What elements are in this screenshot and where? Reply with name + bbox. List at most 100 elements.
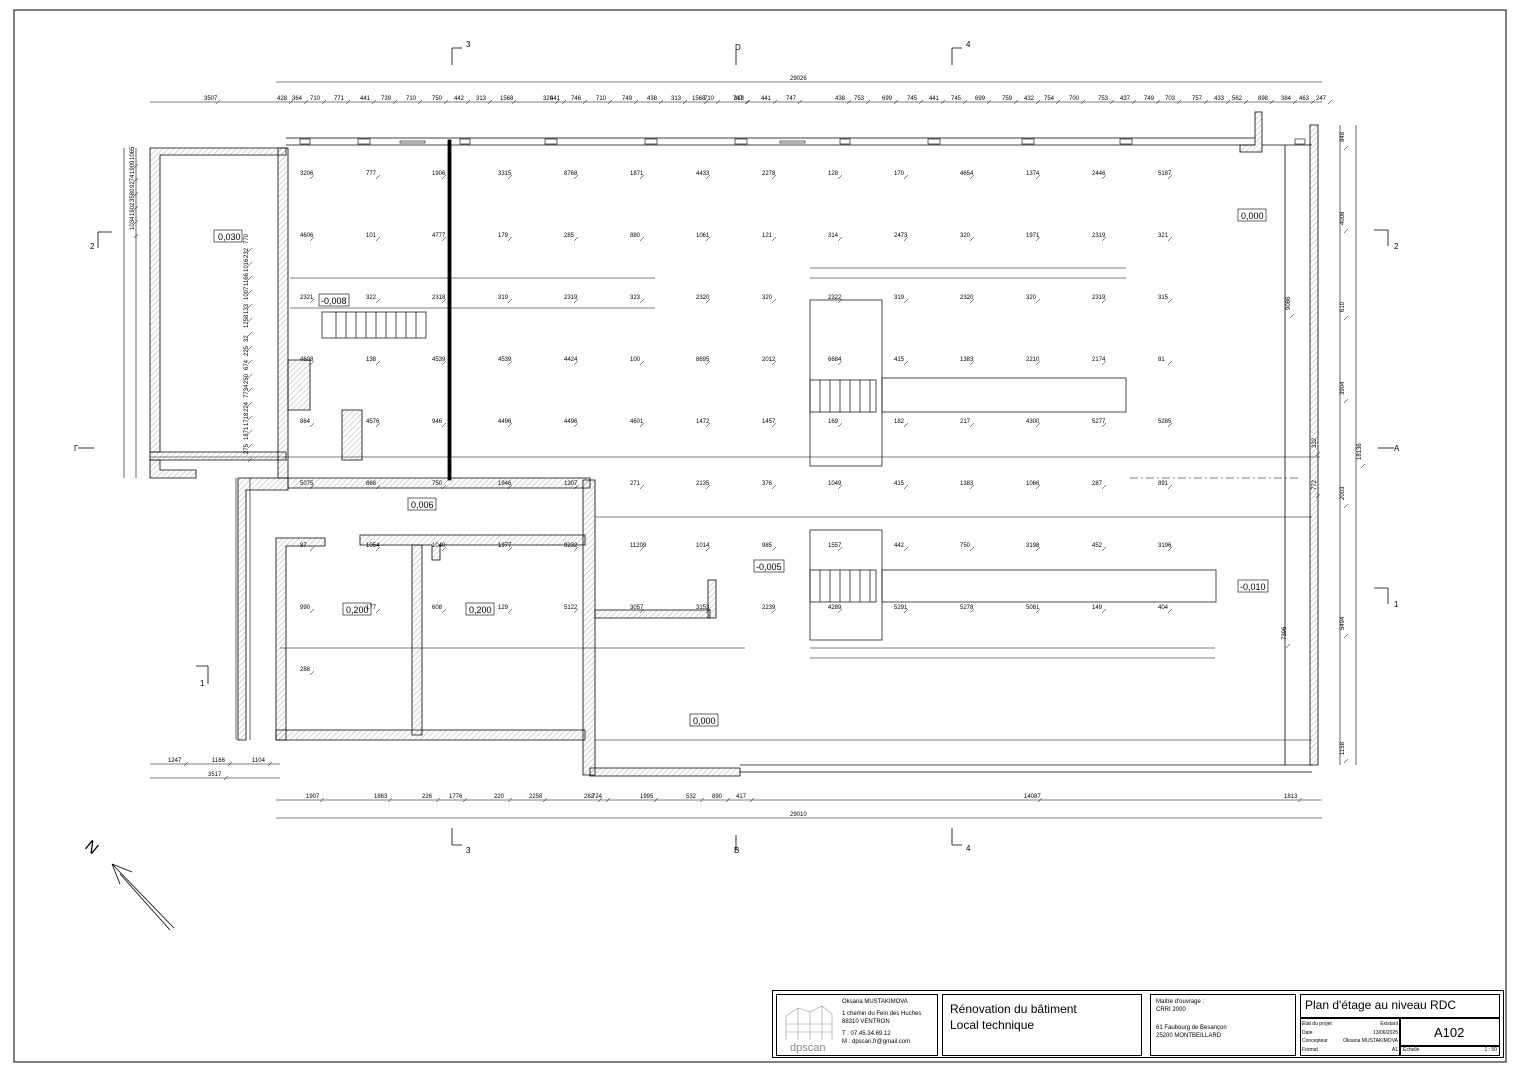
- project-cell: [942, 994, 1142, 1056]
- section-2-left: 2: [90, 242, 95, 251]
- dim-inner-112: 288: [300, 667, 311, 673]
- dim-inner-tick-94: [969, 546, 975, 552]
- dim-left-3: 3580: [130, 188, 136, 202]
- dim-inner-tick-79: [903, 484, 909, 490]
- dim-inner-63: 1457: [762, 419, 776, 425]
- dim-bottom-4: 220: [494, 794, 505, 800]
- dim-inner-tick-20: [705, 236, 711, 242]
- level-corridor: 0,006: [411, 500, 434, 510]
- dim-top-tick-42: [1243, 99, 1249, 105]
- dim-inner-tick-52: [969, 360, 975, 366]
- dim-inner-77: 376: [762, 481, 773, 487]
- dim-top-tick-17: [658, 99, 664, 105]
- dim-inner-tick-111: [1167, 608, 1173, 614]
- dim-top-34: 754: [1044, 96, 1055, 102]
- dim-top-29: 441: [929, 96, 940, 102]
- dim-bottom-tick-13: [1297, 797, 1303, 803]
- dim-right-tick-10: [1285, 643, 1291, 649]
- dim-inner-59: 4496: [498, 419, 512, 425]
- dim-inner-102: 5122: [564, 605, 578, 611]
- dim-bottom-tick-6: [597, 797, 603, 803]
- dim-top-20: 318: [734, 96, 745, 102]
- dim-right-tick-3: [1360, 463, 1366, 469]
- dim-bottom-tick-12: [1037, 797, 1043, 803]
- dim-inner-74: 1307: [564, 481, 578, 487]
- dim-inner-tick-88: [573, 546, 579, 552]
- dim-bottom-tick-5: [542, 797, 548, 803]
- dim-inner-87: 1977: [498, 543, 512, 549]
- dim-inner-tick-108: [969, 608, 975, 614]
- dim-inner-tick-39: [1035, 298, 1041, 304]
- section-labels: 3 D 4 2 2 Γ A 1 1 3 B 4: [74, 40, 1400, 855]
- dim-left-9: 1166: [244, 272, 250, 286]
- dim-bottom-left-tick-2: [267, 761, 273, 767]
- dim-bottom-tick-9: [699, 797, 705, 803]
- dim-inner-tick-83: [1167, 484, 1173, 490]
- dim-top-22: 747: [733, 96, 744, 102]
- dim-bottom-0: 1907: [306, 794, 320, 800]
- dim-inner-tick-98: [309, 608, 315, 614]
- dim-inner-tick-97: [1167, 546, 1173, 552]
- dim-left-0: 1065: [130, 146, 136, 160]
- dim-bottom-tick-11: [749, 797, 755, 803]
- dim-left-tick-11: [247, 317, 253, 323]
- dim-inner-35: 320: [762, 295, 773, 301]
- dim-inner-tick-50: [837, 360, 843, 366]
- dim-left-16: 250: [244, 373, 250, 384]
- dim-inner-tick-76: [705, 484, 711, 490]
- section-B-bottom: B: [734, 846, 739, 855]
- walls: [149, 111, 1319, 777]
- date-label: Date: [1302, 1029, 1313, 1036]
- dim-inner-tick-48: [705, 360, 711, 366]
- dim-top-2: 364: [292, 96, 303, 102]
- dim-top-tick-33: [1035, 99, 1041, 105]
- dim-left-tick-19: [247, 429, 253, 435]
- top-windows: [299, 138, 1306, 145]
- dim-inner-tick-30: [441, 298, 447, 304]
- dim-top-30: 745: [951, 96, 962, 102]
- dim-inner-tick-43: [375, 360, 381, 366]
- dim-right-6: 332: [1312, 437, 1318, 448]
- dim-inner-tick-60: [573, 422, 579, 428]
- dim-left-21: 275: [244, 443, 250, 454]
- dim-inner-tick-69: [1167, 422, 1173, 428]
- echelle-value: 1 : 50: [1484, 1047, 1497, 1053]
- service-pit-bottom: [809, 529, 1217, 641]
- dim-inner-73: 1946: [498, 481, 512, 487]
- dim-inner-82: 287: [1092, 481, 1103, 487]
- dim-right-tick-0: [1343, 145, 1349, 151]
- dim-bottom-left-3: 3517: [208, 772, 222, 778]
- dim-inner-tick-37: [903, 298, 909, 304]
- section-D-top: D: [735, 43, 741, 52]
- sheet-title-cell: [1300, 994, 1500, 1018]
- staircase-mezzanine: [321, 311, 427, 339]
- dim-inner-tick-109: [1035, 608, 1041, 614]
- dim-inner-97: 3196: [1158, 543, 1172, 549]
- scale-cell: [1400, 1046, 1500, 1056]
- dim-bottom-10: 890: [712, 794, 723, 800]
- sheet-number: A102: [1434, 1025, 1465, 1040]
- dim-inner-tick-71: [375, 484, 381, 490]
- dim-inner-15: 101: [366, 233, 377, 239]
- dim-left-5: 1034: [130, 216, 136, 230]
- dim-inner-tick-22: [837, 236, 843, 242]
- echelle-label: Echelle: [1403, 1047, 1420, 1053]
- dim-top-total: 29026: [790, 76, 807, 82]
- dim-inner-tick-31: [507, 298, 513, 304]
- dim-inner-19: 880: [630, 233, 641, 239]
- dim-inner-1: 777: [366, 171, 377, 177]
- dim-top-5: 441: [360, 96, 371, 102]
- dim-left-tick-20: [247, 443, 253, 449]
- dim-inner-41: 315: [1158, 295, 1169, 301]
- dim-inner-43: 138: [366, 357, 377, 363]
- dim-inner-tick-9: [903, 174, 909, 180]
- dim-top-0: 3507: [204, 96, 218, 102]
- dim-inner-78: 1049: [828, 481, 842, 487]
- dim-inner-2: 1906: [432, 171, 446, 177]
- owner-address-2: 25200 MONTBEILLARD: [1156, 1033, 1222, 1039]
- dim-inner-tick-40: [1101, 298, 1107, 304]
- dim-inner-33: 323: [630, 295, 641, 301]
- dim-top-tick-7: [417, 99, 423, 105]
- dim-top-tick-22: [744, 99, 750, 105]
